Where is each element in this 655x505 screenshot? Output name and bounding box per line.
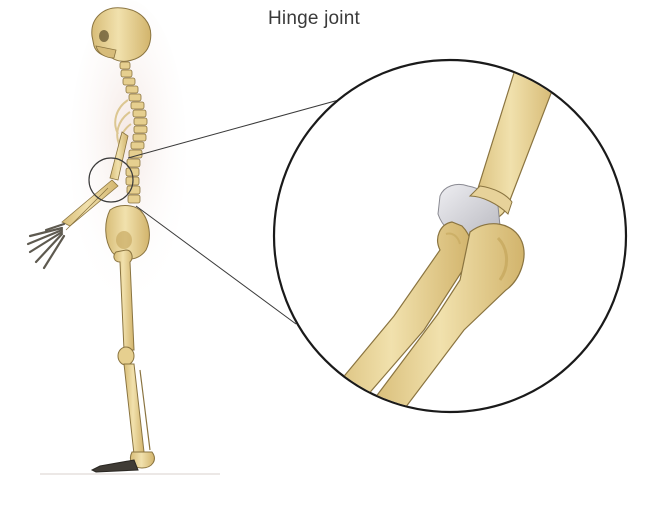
connector-line-bottom	[135, 205, 297, 325]
elbow-highlight-circle	[88, 157, 134, 203]
jaw	[95, 45, 117, 59]
diagram-title: Hinge joint	[268, 8, 360, 29]
spine	[119, 61, 148, 204]
upper-arm-bone	[109, 131, 129, 181]
kneecap	[117, 346, 135, 366]
connector-line-top	[127, 97, 347, 159]
zoom-circle-icon	[272, 58, 628, 414]
thigh-bone	[113, 249, 135, 351]
heel	[129, 451, 155, 469]
ulna-bone	[325, 221, 472, 411]
eye-socket	[99, 30, 109, 42]
skeleton-side-view-icon	[26, 7, 155, 473]
radius-bone	[371, 223, 525, 411]
hand-bones	[26, 222, 66, 270]
body-silhouette-shadow	[70, 0, 186, 300]
foot-bones	[90, 459, 139, 473]
